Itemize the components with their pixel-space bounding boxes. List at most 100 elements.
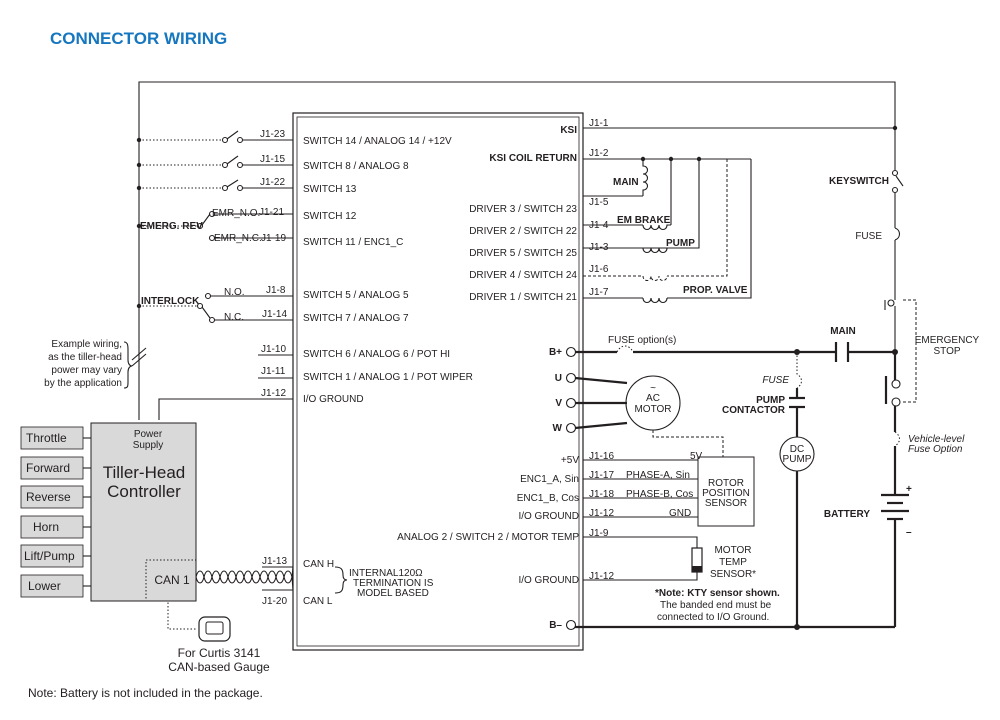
ac-motor-label: MOTOR: [634, 404, 671, 415]
encoder-signal: PHASE-A, Sin: [626, 470, 690, 481]
w-label: W: [553, 423, 563, 434]
reverse-button[interactable]: Reverse: [20, 485, 84, 509]
pin-label: J1-11: [261, 366, 286, 377]
em-brake-label: EM BRAKE: [617, 215, 671, 226]
encoder-signal: GND: [669, 508, 691, 519]
emr-no-label: EMR_N.O.: [212, 208, 260, 219]
termination-note: MODEL BASED: [357, 588, 429, 599]
emergency-stop-label: EMERGENCY: [915, 335, 980, 346]
pin-label: J1-12: [589, 508, 614, 519]
pin-function: SWITCH 5 / ANALOG 5: [303, 290, 409, 301]
pin-label: J1-17: [589, 470, 614, 481]
pin-label: J1-22: [260, 177, 285, 188]
emergency-stop-label: STOP: [933, 346, 960, 357]
pin-function: SWITCH 1 / ANALOG 1 / POT WIPER: [303, 372, 473, 383]
main-coil-label: MAIN: [613, 177, 639, 188]
fuse-options-label: FUSE option(s): [608, 335, 676, 346]
io-ground-label: I/O GROUND: [518, 575, 579, 586]
bplus-label: B+: [549, 347, 562, 358]
pin-label: J1-16: [589, 451, 614, 462]
box-right-labels: KSI KSI COIL RETURN DRIVER 3 / SWITCH 23…: [397, 125, 579, 631]
dc-pump-label: DC: [790, 444, 804, 455]
vehicle-fuse-label: Vehicle-level: [908, 434, 965, 445]
horn-button[interactable]: Horn: [20, 515, 84, 539]
example-wiring-note: by the application: [44, 378, 122, 389]
battery-minus-label: –: [906, 527, 912, 538]
pin-function: CAN L: [303, 596, 333, 607]
page-title: CONNECTOR WIRING: [50, 29, 227, 48]
driver-label: DRIVER 5 / SWITCH 25: [469, 248, 577, 259]
fuse-label: FUSE: [855, 231, 882, 242]
termination-note: INTERNAL120Ω: [349, 568, 423, 579]
lift-pump-label: Lift/Pump: [24, 549, 75, 563]
pump-contactor-label: CONTACTOR: [722, 405, 786, 416]
kty-note: The banded end must be: [660, 600, 772, 611]
right-pin-labels: J1-1 J1-2 J1-5 J1-4 J1-3 J1-6 J1-7 J1-16…: [589, 118, 780, 623]
tiller-head-controller: Power Supply Tiller-Head Controller CAN …: [90, 422, 197, 602]
pin-label: J1-5: [589, 197, 609, 208]
pin-label: J1-10: [261, 344, 286, 355]
throttle-button[interactable]: Throttle: [20, 426, 84, 450]
horn-label: Horn: [33, 520, 59, 534]
gauge-label: CAN-based Gauge: [168, 660, 270, 674]
gauge-label: For Curtis 3141: [178, 646, 261, 660]
right-output-wiring: [565, 125, 917, 631]
enc-label: ENC1_A, Sin: [520, 474, 579, 485]
vehicle-fuse-label: Fuse Option: [908, 444, 963, 455]
left-labels: EMERG. REV EMR_N.O. EMR_N.C. INTERLOCK N…: [44, 129, 287, 607]
power-supply-label: Power: [134, 429, 163, 440]
lower-label: Lower: [28, 579, 61, 593]
battery-plus-label: +: [906, 484, 912, 495]
box-left-labels: SWITCH 14 / ANALOG 14 / +12V SWITCH 8 / …: [303, 136, 473, 607]
footnote: Note: Battery is not included in the pac…: [28, 686, 263, 700]
prop-valve-label: PROP. VALVE: [683, 285, 748, 296]
lower-button[interactable]: Lower: [20, 574, 84, 598]
throttle-label: Throttle: [26, 431, 67, 445]
enc-label: I/O GROUND: [518, 511, 579, 522]
power-supply-label: Supply: [133, 440, 164, 451]
example-wiring-note: as the tiller-head: [48, 352, 122, 363]
controller-title: Controller: [107, 482, 181, 501]
pin-label: J1-2: [589, 148, 609, 159]
v-label: V: [555, 398, 562, 409]
motor-temp-label: TEMP: [719, 557, 747, 568]
u-label: U: [555, 373, 562, 384]
pin-function: SWITCH 13: [303, 184, 357, 195]
pin-label: J1-18: [589, 489, 614, 500]
battery-label: BATTERY: [824, 509, 870, 520]
left-input-wiring: [131, 81, 896, 630]
ac-motor-tilde-icon: ~: [650, 383, 656, 394]
pin-label: J1-12: [589, 571, 614, 582]
emr-nc-label: EMR_N.C.: [214, 233, 262, 244]
can1-label: CAN 1: [154, 573, 190, 587]
encoder-signal: PHASE-B, Cos: [626, 489, 693, 500]
pin-label: J1-13: [262, 556, 287, 567]
lift-pump-button[interactable]: Lift/Pump: [20, 544, 84, 568]
pin-function: SWITCH 11 / ENC1_C: [303, 237, 403, 248]
pin-function: SWITCH 8 / ANALOG 8: [303, 161, 409, 172]
rotor-sensor-label: POSITION: [702, 488, 750, 499]
termination-note: TERMINATION IS: [353, 578, 434, 589]
pin-function: SWITCH 14 / ANALOG 14 / +12V: [303, 136, 452, 147]
pin-label: J1-12: [261, 388, 286, 399]
dc-pump-label: PUMP: [783, 454, 812, 465]
pin-label: J1-19: [261, 233, 286, 244]
emerg-rev-label: EMERG. REV: [140, 221, 203, 232]
pin-label: J1-4: [589, 220, 609, 231]
pump-coil-label: PUMP: [666, 238, 695, 249]
example-wiring-note: power may vary: [51, 365, 122, 376]
can-gauge: For Curtis 3141 CAN-based Gauge: [168, 616, 270, 674]
pin-label: J1-3: [589, 242, 609, 253]
pin-label: J1-14: [262, 309, 287, 320]
pin-label: J1-15: [260, 154, 285, 165]
pin-function: SWITCH 6 / ANALOG 6 / POT HI: [303, 349, 450, 360]
motor-temp-label: SENSOR*: [710, 569, 756, 580]
ac-motor-label: AC: [646, 393, 660, 404]
forward-button[interactable]: Forward: [20, 456, 84, 480]
rotor-sensor-label: ROTOR: [708, 478, 744, 489]
kty-note: *Note: KTY sensor shown.: [655, 588, 780, 599]
driver-label: DRIVER 2 / SWITCH 22: [469, 226, 577, 237]
analog2-label: ANALOG 2 / SWITCH 2 / MOTOR TEMP: [397, 532, 579, 543]
pin-function: I/O GROUND: [303, 394, 364, 405]
